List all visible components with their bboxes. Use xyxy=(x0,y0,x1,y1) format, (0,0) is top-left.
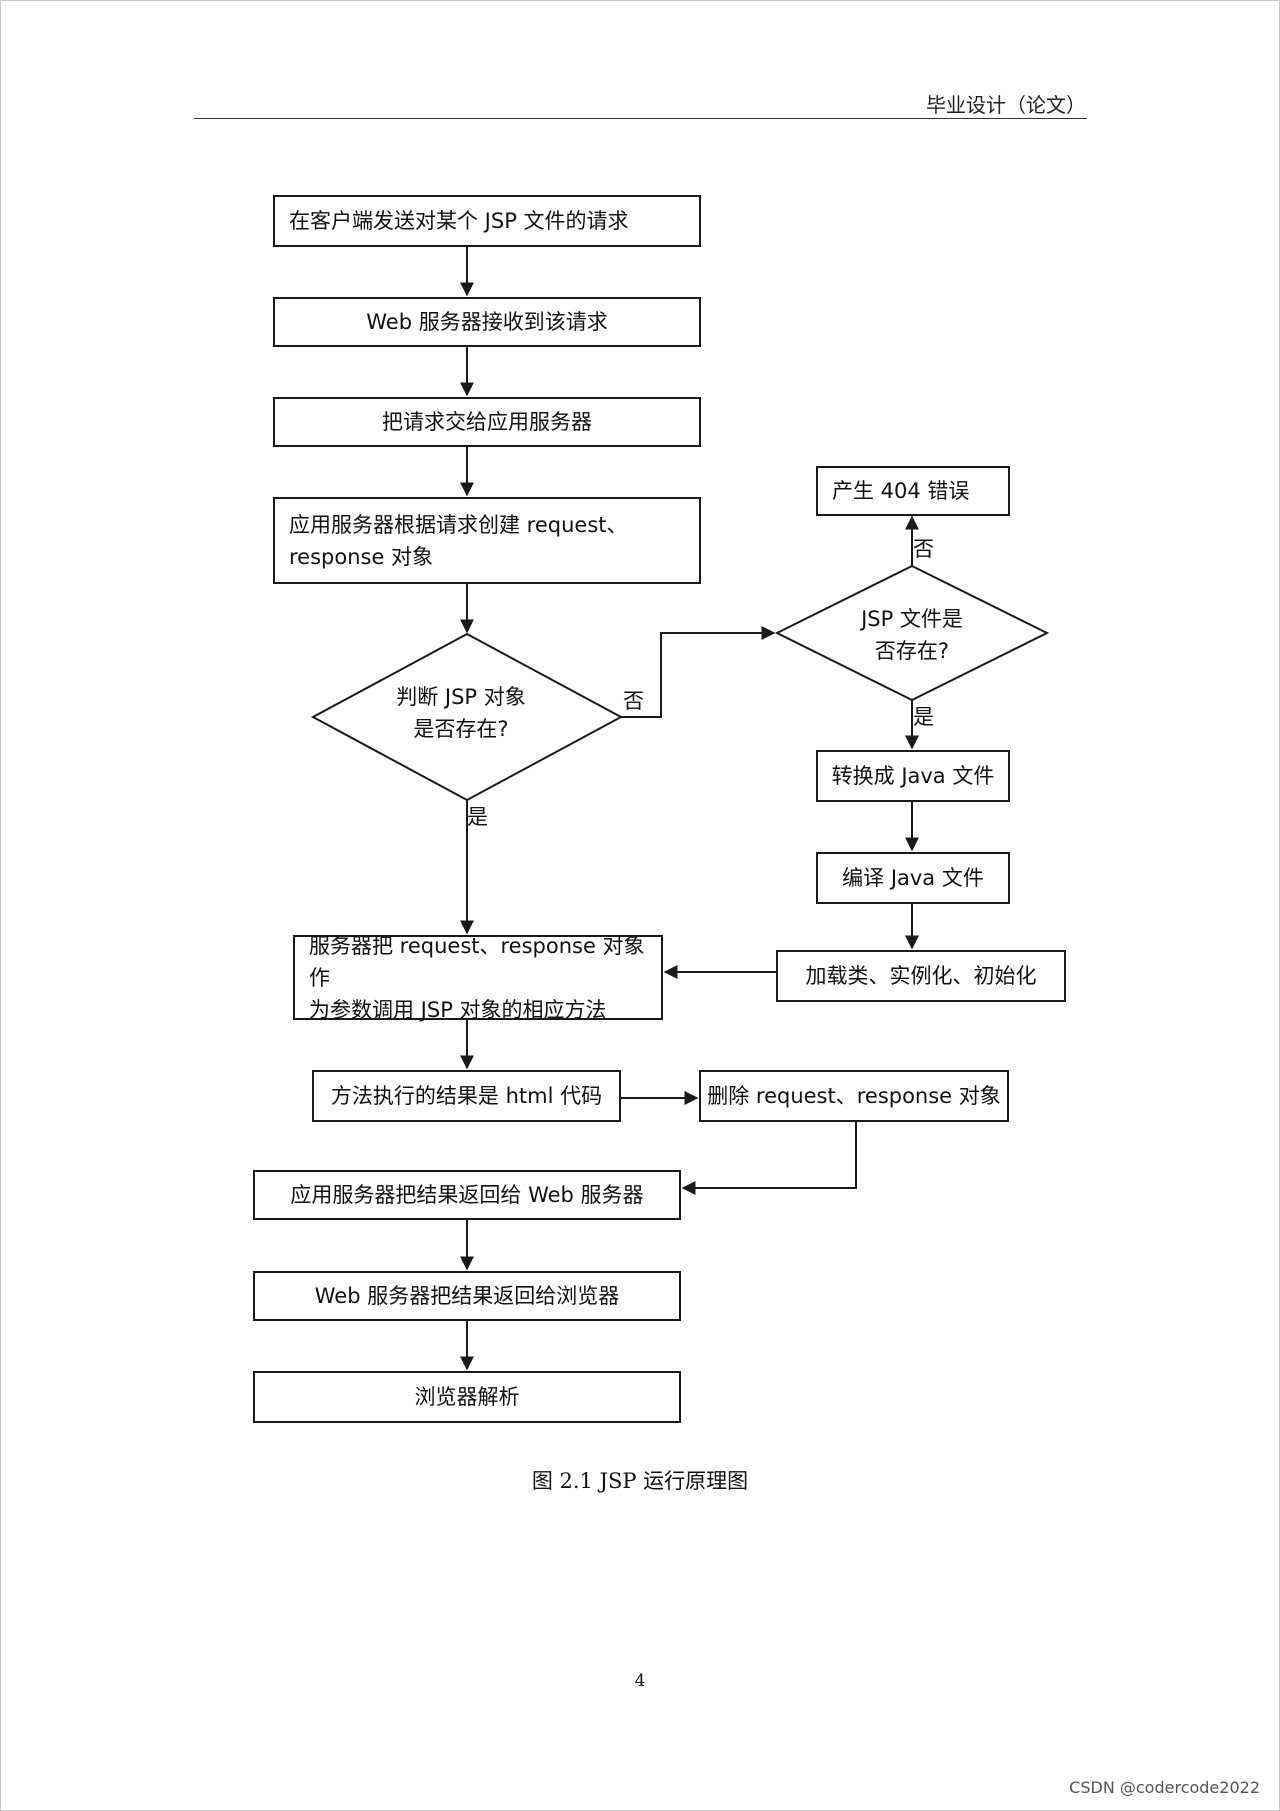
box-call-method-line1: 服务器把 request、response 对象作 xyxy=(309,933,645,990)
box-return-to-web: 应用服务器把结果返回给 Web 服务器 xyxy=(253,1170,681,1220)
decision-jsp-object-exists: 判断 JSP 对象 是否存在? xyxy=(381,681,541,745)
label-file-no: 否 xyxy=(913,537,934,561)
box-error-404: 产生 404 错误 xyxy=(816,466,1010,516)
decision-jsp-file-line1: JSP 文件是 xyxy=(861,607,963,631)
box-load-class-text: 加载类、实例化、初始化 xyxy=(805,964,1037,988)
box-web-receive: Web 服务器接收到该请求 xyxy=(273,297,701,347)
decision-jsp-object-line2: 是否存在? xyxy=(413,717,509,741)
label-object-yes: 是 xyxy=(467,805,488,829)
box-browser-parse: 浏览器解析 xyxy=(253,1371,681,1423)
box-to-app-server: 把请求交给应用服务器 xyxy=(273,397,701,447)
box-load-class: 加载类、实例化、初始化 xyxy=(776,950,1066,1002)
figure-caption: 图 2.1 JSP 运行原理图 xyxy=(531,1469,749,1493)
box-result-html-text: 方法执行的结果是 html 代码 xyxy=(330,1084,603,1108)
box-to-java-text: 转换成 Java 文件 xyxy=(831,764,995,788)
label-file-yes: 是 xyxy=(913,705,934,729)
box-call-method-line2: 为参数调用 JSP 对象的相应方法 xyxy=(309,997,607,1022)
decision-jsp-file-line2: 否存在? xyxy=(874,639,950,663)
label-object-no: 否 xyxy=(623,689,644,713)
box-create-objects-line1: 应用服务器根据请求创建 request、 xyxy=(289,512,628,537)
decision-jsp-file-exists: JSP 文件是 否存在? xyxy=(832,603,992,667)
header-rule xyxy=(194,118,1087,119)
arrow-object-no xyxy=(621,626,776,718)
box-compile-java: 编译 Java 文件 xyxy=(816,852,1010,904)
box-compile-java-text: 编译 Java 文件 xyxy=(842,866,984,890)
flowchart-connectors xyxy=(310,247,1050,1371)
box-return-to-browser-text: Web 服务器把结果返回给浏览器 xyxy=(314,1284,620,1308)
box-to-app-server-text: 把请求交给应用服务器 xyxy=(382,410,592,434)
box-return-to-web-text: 应用服务器把结果返回给 Web 服务器 xyxy=(290,1183,644,1207)
csdn-watermark: CSDN @codercode2022 xyxy=(1069,1778,1260,1797)
box-result-html: 方法执行的结果是 html 代码 xyxy=(312,1070,621,1122)
page-header: 毕业设计（论文） xyxy=(926,93,1086,117)
box-delete-objects: 删除 request、response 对象 xyxy=(699,1070,1009,1122)
box-client-request-text: 在客户端发送对某个 JSP 文件的请求 xyxy=(289,209,629,233)
box-error-404-text: 产生 404 错误 xyxy=(832,479,970,503)
arrow-delete-to-return xyxy=(681,1122,857,1195)
box-client-request: 在客户端发送对某个 JSP 文件的请求 xyxy=(273,195,701,247)
box-create-objects-line2: response 对象 xyxy=(289,544,434,569)
box-delete-objects-text: 删除 request、response 对象 xyxy=(707,1084,1001,1108)
box-call-method: 服务器把 request、response 对象作 为参数调用 JSP 对象的相… xyxy=(293,934,663,1022)
box-to-java: 转换成 Java 文件 xyxy=(816,750,1010,802)
box-web-receive-text: Web 服务器接收到该请求 xyxy=(366,310,608,334)
box-return-to-browser: Web 服务器把结果返回给浏览器 xyxy=(253,1271,681,1321)
decision-jsp-object-line1: 判断 JSP 对象 xyxy=(396,685,526,709)
box-create-objects: 应用服务器根据请求创建 request、 response 对象 xyxy=(273,497,701,584)
page-number: 4 xyxy=(634,1671,646,1691)
box-browser-parse-text: 浏览器解析 xyxy=(414,1385,520,1409)
